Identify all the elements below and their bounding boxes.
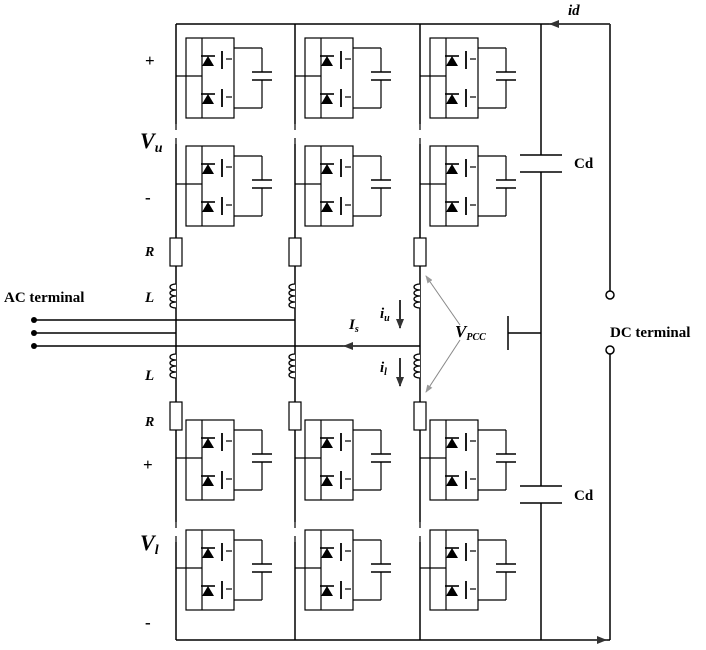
iu-label: iu [380, 306, 390, 324]
submodule-a-upper-1 [176, 37, 272, 119]
components [169, 37, 516, 611]
resistor-b-lower [288, 401, 302, 431]
dc-terminal-label: DC terminal [610, 325, 690, 341]
cd-lower-label: Cd [574, 488, 594, 504]
submodule-a-upper-2 [176, 145, 272, 227]
id-label: id [568, 3, 580, 19]
submodule-a-lower-1 [176, 419, 272, 501]
upper-minus-label: - [145, 188, 151, 207]
resistor-c-lower [413, 401, 427, 431]
ac-terminal-label: AC terminal [4, 290, 84, 306]
il-label: il [380, 360, 387, 378]
inductor-b-lower [288, 353, 296, 379]
submodule-c-upper-2 [420, 145, 516, 227]
submodule-b-upper-2 [295, 145, 391, 227]
upper-l-label: L [144, 290, 154, 306]
resistor-a-lower [169, 401, 183, 431]
lower-l-label: L [144, 368, 154, 384]
vl-label: Vl [140, 530, 159, 558]
dc-terminal-dots [605, 290, 615, 355]
vpcc-pointer-up [425, 275, 461, 326]
submodule-c-lower-2 [420, 529, 516, 611]
resistor-a-upper [169, 237, 183, 267]
submodule-b-lower-2 [295, 529, 391, 611]
submodule-b-upper-1 [295, 37, 391, 119]
resistor-b-upper [288, 237, 302, 267]
lower-plus-label: + [143, 455, 153, 474]
upper-plus-label: + [145, 51, 155, 70]
dc-capacitor-lower [520, 485, 562, 504]
is-label: Is [348, 317, 359, 335]
lower-minus-label: - [145, 613, 151, 632]
dc-capacitor-upper [520, 154, 562, 173]
vu-label: Vu [140, 128, 163, 156]
resistor-c-upper [413, 237, 427, 267]
inductor-c-upper [413, 283, 421, 309]
ac-terminal-dots [31, 317, 37, 349]
inductor-a-upper [169, 283, 177, 309]
submodule-b-lower-1 [295, 419, 391, 501]
submodule-a-lower-2 [176, 529, 272, 611]
upper-r-label: R [144, 245, 154, 260]
vpcc-label: VPCC [455, 322, 486, 343]
inductor-a-lower [169, 353, 177, 379]
inductor-c-lower [413, 353, 421, 379]
inductor-b-upper [288, 283, 296, 309]
lower-r-label: R [144, 415, 154, 430]
submodule-c-upper-1 [420, 37, 516, 119]
submodule-c-lower-1 [420, 419, 516, 501]
vpcc-pointer-down [425, 339, 461, 393]
cd-upper-label: Cd [574, 156, 594, 172]
